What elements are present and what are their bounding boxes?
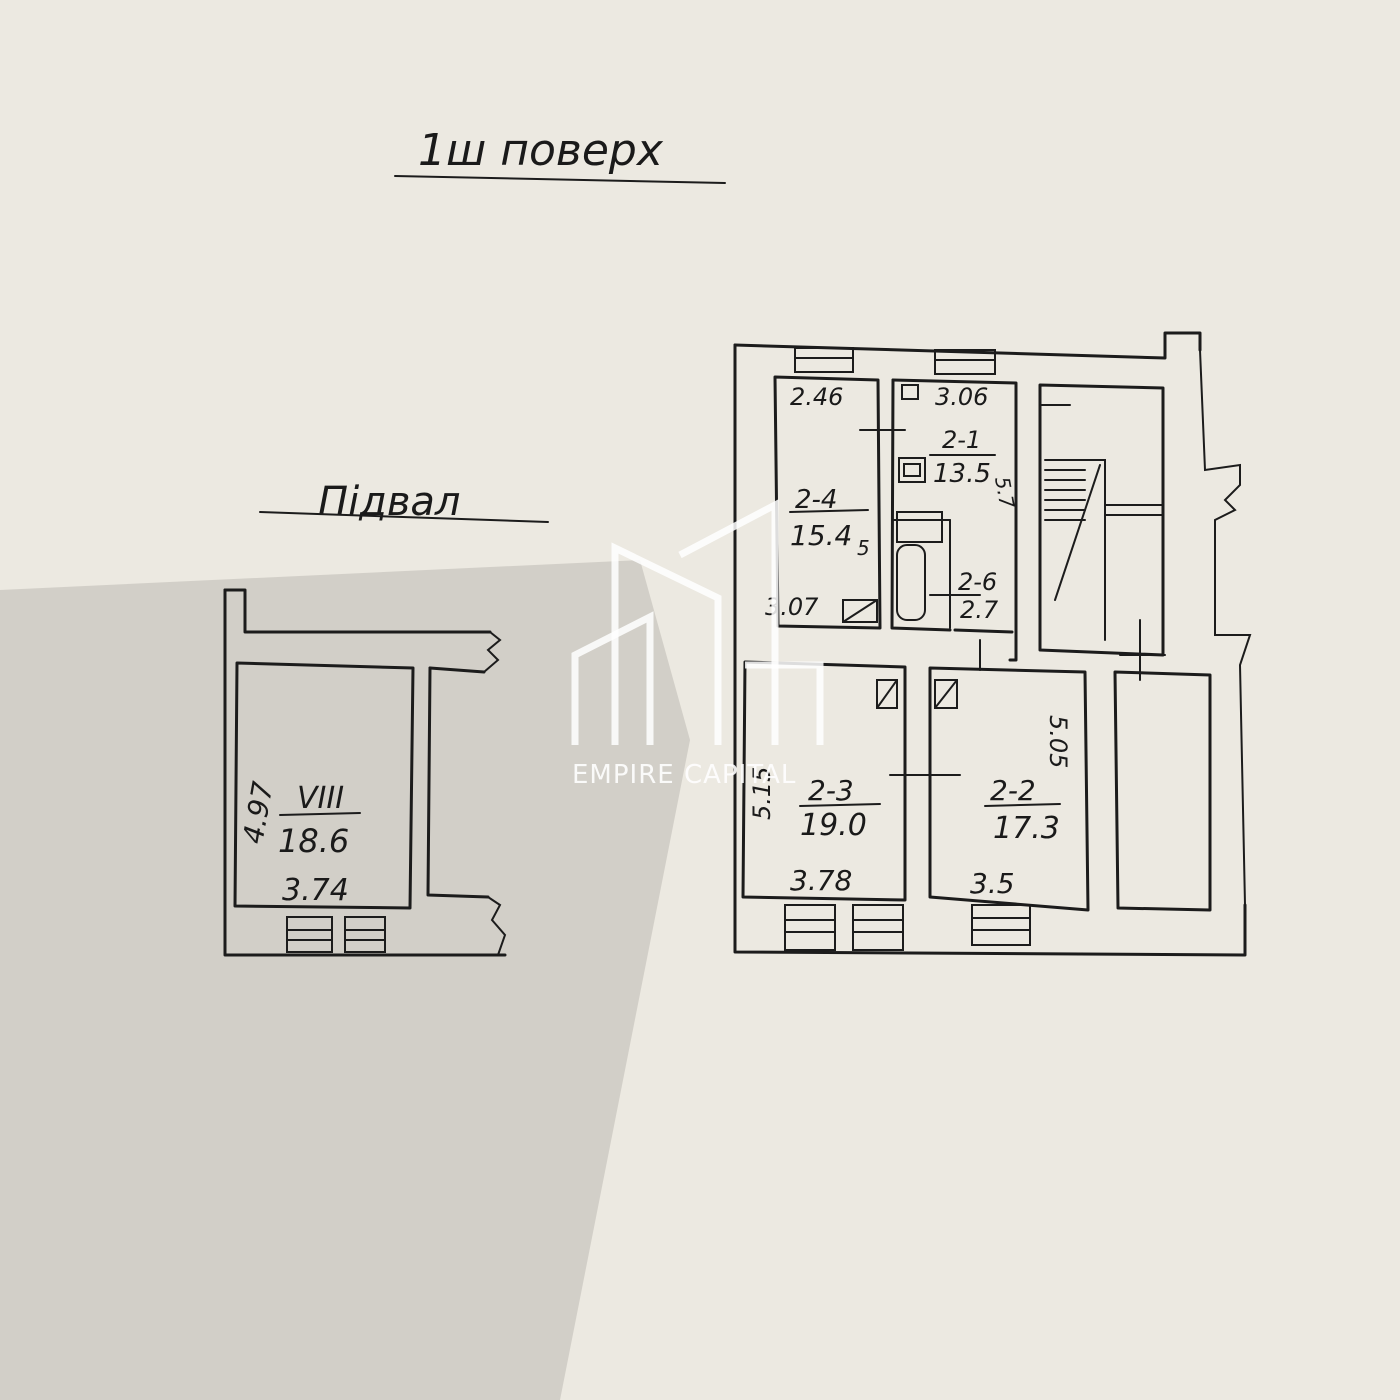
- watermark-text: EMPIRE CAPITAL: [572, 760, 796, 790]
- vent-icon: [901, 384, 919, 400]
- basement-heading-underline: [259, 511, 549, 523]
- room-2-1-number: 2-1: [942, 426, 981, 454]
- basement-room-width: 3.74: [282, 873, 349, 908]
- basement-room-number: VIII: [297, 781, 344, 816]
- first-floor-plan: 2.46 2-4 15.4 5 3.07 3.06 2-1 13.5 5.7 2…: [733, 331, 1252, 957]
- stove-icon: [898, 457, 926, 483]
- floor-heading-underline: [394, 175, 726, 184]
- window-bottom-2: [852, 904, 904, 951]
- room-2-2-width: 3.5: [970, 867, 1015, 900]
- room-2-3-width: 3.78: [790, 864, 852, 897]
- bathtub-icon: [896, 544, 926, 621]
- room-2-1-side: 5.7: [990, 475, 1019, 511]
- room-2-3-side: 5.15: [748, 767, 776, 820]
- room-2-4-area: 15.4: [790, 519, 852, 552]
- room-2-4-width-top: 2.46: [790, 383, 843, 411]
- vent-icon-2-3: [876, 679, 898, 709]
- room-2-2-area: 17.3: [993, 811, 1060, 846]
- vent-icon-2-2: [934, 679, 958, 709]
- sink-icon: [896, 511, 943, 543]
- basement-window: [286, 916, 386, 953]
- room-2-4-area-suffix: 5: [857, 536, 870, 560]
- room-2-6-number: 2-6: [958, 568, 997, 596]
- room-2-1-area: 13.5: [933, 459, 991, 489]
- window-top-2: [934, 349, 996, 375]
- room-2-6-area: 2.7: [960, 596, 999, 624]
- paper-shadow: [0, 560, 690, 1400]
- window-top-1: [794, 347, 854, 373]
- room-2-3-number: 2-3: [808, 774, 854, 807]
- room-2-2-side: 5.05: [1044, 715, 1072, 768]
- vent-icon-2-4: [842, 599, 878, 623]
- room-2-3-area: 19.0: [800, 808, 867, 843]
- room-2-1-width: 3.06: [935, 383, 988, 411]
- room-2-2-number: 2-2: [990, 774, 1036, 807]
- floor-heading: 1ш поверх: [418, 125, 664, 176]
- window-bottom-3: [971, 904, 1031, 946]
- watermark-logo: EMPIRE CAPITAL: [571, 499, 824, 790]
- window-bottom-1: [784, 904, 836, 951]
- basement-room-area: 18.6: [278, 822, 349, 860]
